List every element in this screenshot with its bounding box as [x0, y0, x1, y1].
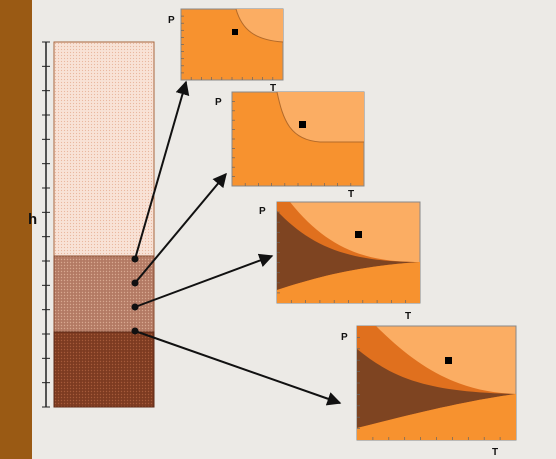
phase-panel-2: P T [215, 91, 365, 200]
wall-strip [0, 0, 32, 459]
phase-panel-4: P T [341, 325, 517, 458]
state-marker [355, 231, 362, 238]
layer-bottom [53, 331, 155, 408]
p-axis-label: P [259, 206, 266, 217]
t-axis-label: T [348, 189, 354, 200]
height-axis: h [28, 41, 50, 408]
p-axis-label: P [168, 15, 175, 26]
state-marker [232, 29, 238, 35]
state-marker [445, 357, 452, 364]
t-axis-label: T [270, 83, 276, 94]
phase-panel-1: P T [168, 8, 284, 94]
depth-point-1 [131, 255, 139, 263]
depth-point-2 [131, 279, 139, 287]
t-axis-label: T [405, 311, 411, 322]
soil-column [53, 41, 155, 408]
arrow-to-panel-4 [134, 330, 342, 406]
layer-top [53, 41, 155, 257]
state-marker [299, 121, 306, 128]
arrow-to-panel-3 [134, 253, 274, 308]
arrow-to-panel-2 [134, 172, 227, 284]
t-axis-label: T [492, 447, 498, 458]
arrow-to-panel-1 [134, 80, 190, 260]
height-axis-label: h [28, 211, 37, 228]
depth-point-4 [131, 327, 139, 335]
p-axis-label: P [215, 97, 222, 108]
p-axis-label: P [341, 332, 348, 343]
panel-ticks [181, 15, 501, 440]
depth-point-3 [131, 303, 139, 311]
phase-panel-3: P T [259, 201, 421, 322]
depth-arrows [131, 80, 342, 406]
layer-middle [53, 255, 155, 333]
